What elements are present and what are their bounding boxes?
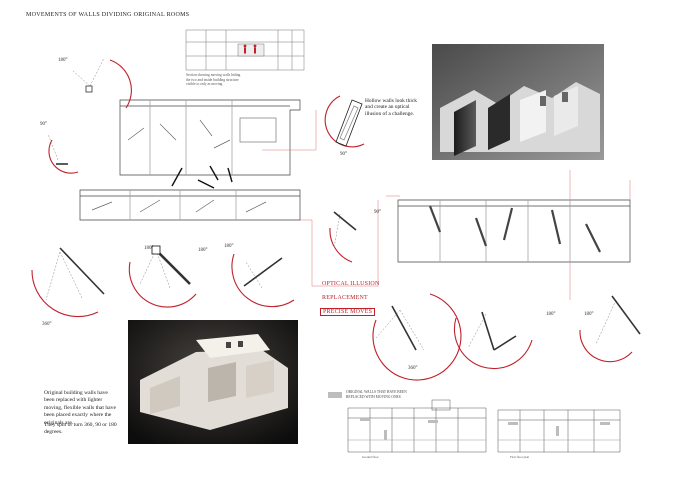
main-plan-right — [397, 199, 631, 263]
angle-label: 180° — [546, 312, 556, 317]
model-photo-bottom — [128, 320, 298, 444]
label-optical-illusion: OPTICAL ILLUSION — [322, 281, 380, 287]
right-plan-moving-walls — [428, 205, 601, 253]
page-title: MOVEMENTS OF WALLS DIVIDING ORIGINAL ROO… — [26, 12, 190, 18]
angle-label: 180° — [584, 312, 594, 317]
angle-label: 180° — [224, 244, 234, 249]
rotation-diagrams — [31, 59, 633, 381]
rotated-wall-sketches — [45, 57, 617, 351]
main-plan-left-lower — [79, 189, 301, 221]
ground-floor-moved-walls — [360, 418, 438, 440]
angle-label: 360° — [408, 366, 418, 371]
angle-label: 360° — [42, 322, 52, 327]
ground-floor-plan — [347, 399, 487, 453]
angle-label: 90° — [340, 152, 347, 157]
connector-lines — [262, 110, 631, 300]
first-floor-plan — [497, 409, 621, 453]
angle-label: 180° — [58, 58, 68, 63]
top-section-figures — [243, 44, 257, 54]
pivot-marker — [151, 245, 161, 255]
rotated-walls-solid — [56, 85, 641, 351]
description-paragraph-1: Original building walls have been replac… — [44, 390, 116, 426]
angle-label: 180° — [198, 248, 208, 253]
angle-label: 180° — [144, 246, 154, 251]
first-floor-caption: First floor plan — [510, 455, 530, 459]
top-section-note: Section showing moving walls hiding the … — [186, 73, 241, 86]
left-plan-moving-walls — [171, 165, 233, 189]
hollow-wall-detail — [335, 99, 363, 147]
main-plan-left — [119, 99, 301, 176]
label-replacement: REPLACEMENT — [322, 295, 368, 301]
first-floor-moved-walls — [508, 422, 610, 436]
model-photo-top — [432, 44, 604, 160]
legend-swatch — [328, 392, 342, 398]
legend-text: ORIGINAL WALLS THAT HAVE BEEN REPLACED W… — [346, 390, 407, 399]
angle-label: 90° — [374, 210, 381, 215]
hollow-walls-note: Hollow walls look thick and create an op… — [365, 98, 417, 117]
label-precise-moves: PRECISE MOVES — [320, 308, 376, 316]
ground-floor-caption: Ground floor — [362, 455, 379, 459]
angle-label: 90° — [40, 122, 47, 127]
description-paragraph-2: They spin or turn 360, 90 or 180 degrees… — [44, 422, 117, 436]
